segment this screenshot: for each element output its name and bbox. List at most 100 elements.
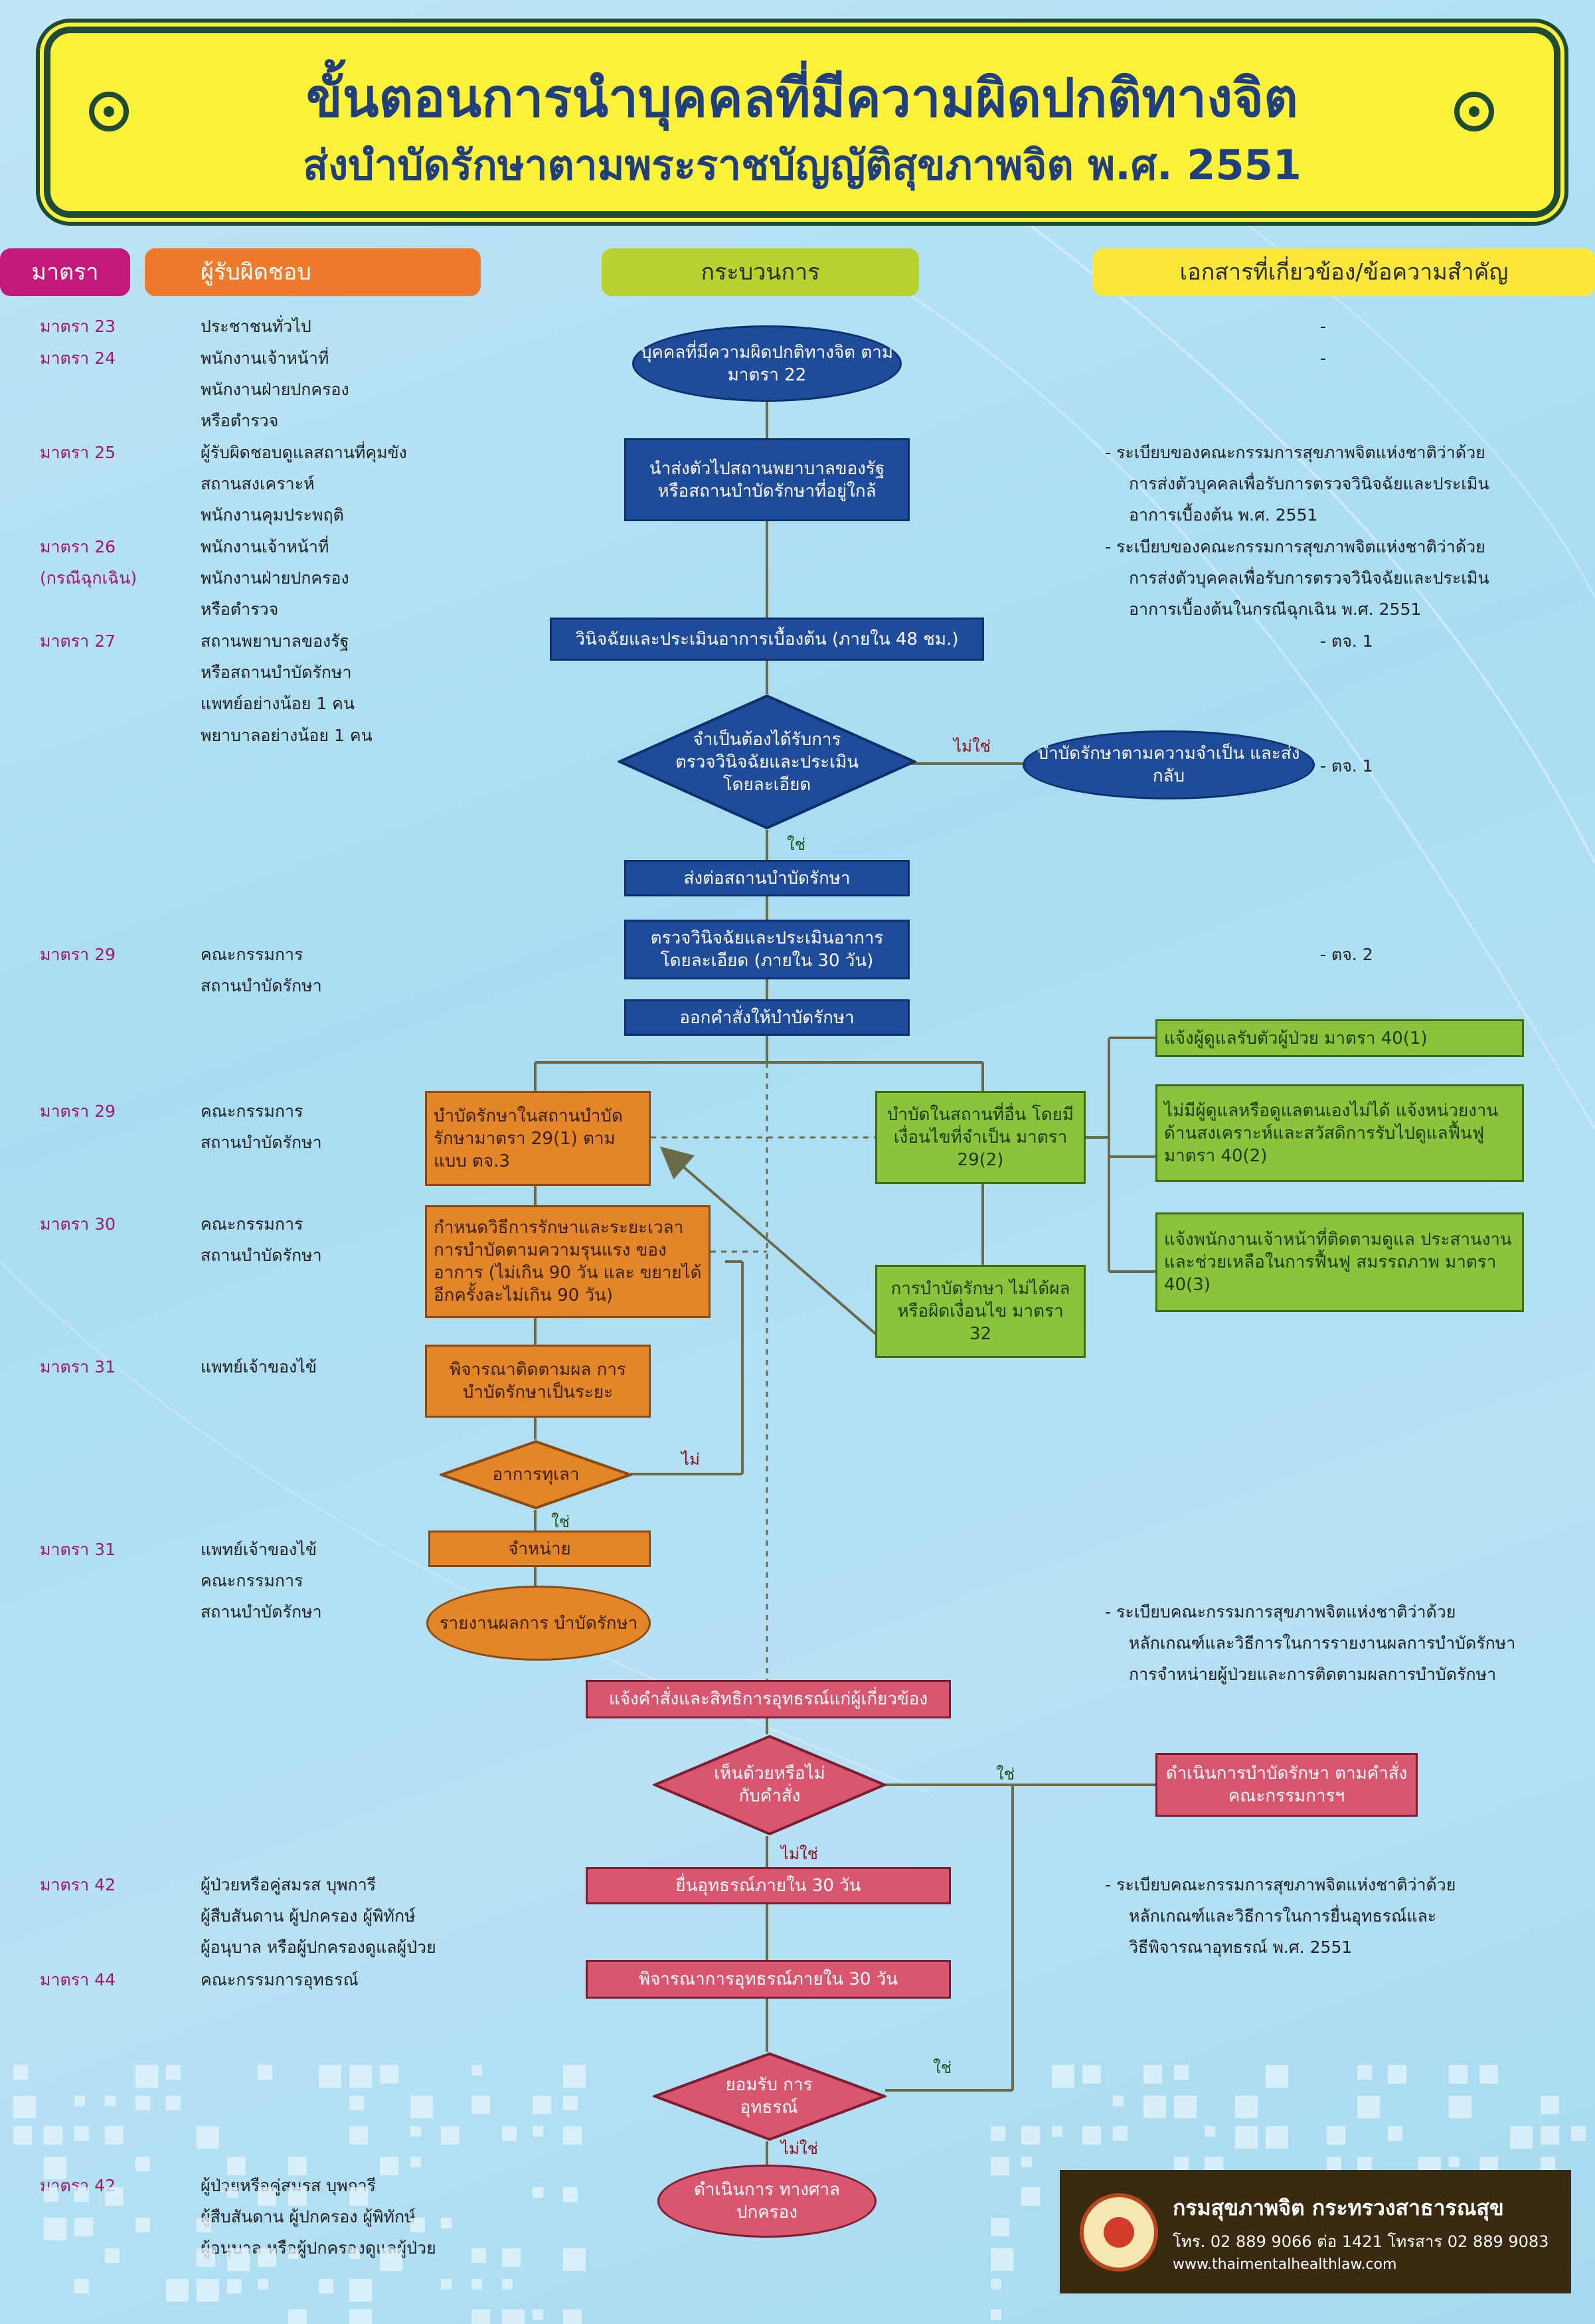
decor-square (471, 2248, 486, 2263)
detail-box: ตรวจวินิจฉัยและประเมินอาการ โดยละเอียด (… (624, 920, 910, 979)
decor-square (1357, 2096, 1380, 2118)
decor-square (227, 2157, 246, 2175)
decor-square (1388, 2065, 1406, 2084)
doc-23: - (1320, 317, 1327, 336)
need-decision-diamond (618, 694, 916, 830)
decor-square (288, 2157, 307, 2175)
section-23: มาตรา 23 (40, 317, 116, 336)
decor-square (1449, 2096, 1471, 2118)
notify-1-box: แจ้งผู้ดูแลรับตัวผู้ป่วย มาตรา 40(1) (1155, 1019, 1524, 1057)
decor-square (1357, 2157, 1372, 2171)
responsible-25-c: พนักงานคุมประพฤติ (201, 505, 344, 525)
doc-42-b: หลักเกณฑ์และวิธีการในการยื่นอุทธรณ์และ (1129, 1906, 1437, 1926)
footer: กรมสุขภาพจิต กระทรวงสาธารณสุข โทร. 02 88… (1060, 2170, 1571, 2293)
responsible-29-b-1: คณะกรรมการ (201, 1102, 303, 1121)
decor-square (288, 2309, 307, 2324)
header-responsible: ผู้รับผิดชอบ (145, 248, 481, 296)
decor-square (1205, 2126, 1215, 2137)
decor-square (1235, 2126, 1258, 2149)
decor-square (1449, 2065, 1468, 2084)
doc-42-c: วิธีพิจารณาอุทธรณ์ พ.ศ. 2551 (1129, 1938, 1353, 1957)
decor-square (563, 2126, 582, 2145)
decor-square (410, 2218, 425, 2232)
responsible-23: ประชาชนทั่วไป (201, 317, 311, 336)
decor-square (533, 2309, 543, 2320)
decor-square (288, 2187, 307, 2206)
decor-square (44, 2157, 66, 2179)
decor-square (105, 2096, 116, 2106)
decor-square (1143, 2096, 1166, 2118)
section-44: มาตรา 44 (40, 1970, 116, 1989)
decor-square (1357, 2065, 1372, 2080)
decor-square (533, 2126, 543, 2137)
decor-square (380, 2248, 402, 2271)
decor-square (1052, 2065, 1074, 2088)
decor-square (319, 2279, 333, 2293)
inpatient-box: บำบัดรักษาในสถานบำบัด รักษามาตรา 29(1) ต… (425, 1091, 651, 1186)
decor-square (349, 2187, 368, 2206)
decor-square (441, 2279, 452, 2289)
responsible-29-a-1: คณะกรรมการ (201, 945, 303, 964)
decor-square (74, 2279, 89, 2293)
decor-square (1510, 2126, 1533, 2149)
responsible-24-c: หรือตำรวจ (201, 411, 279, 430)
decor-square (1113, 2096, 1124, 2106)
decor-square (227, 2248, 250, 2271)
decor-square (349, 2279, 372, 2301)
section-26: มาตรา 26 (40, 537, 116, 556)
title-line-2: ส่งบำบัดรักษาตามพระราชบัญญัติสุขภาพจิต พ… (303, 141, 1301, 189)
responsible-24-b: พนักงานฝ่ายปกครอง (201, 380, 349, 399)
decor-square (74, 2187, 89, 2202)
footer-web[interactable]: www.thaimentalhealthlaw.com (1173, 2256, 1397, 2273)
decor-square (319, 2065, 341, 2088)
doc-25-c: อาการเบื้องต้น พ.ศ. 2551 (1129, 505, 1318, 525)
decor-square (258, 2248, 276, 2267)
decor-square (502, 2279, 513, 2289)
decor-square (105, 2248, 120, 2263)
responsible-30-b: สถานบำบัดรักษา (201, 1246, 322, 1265)
court-oval: ดำเนินการ ทางศาลปกครอง (657, 2165, 877, 2238)
doc-24: - (1320, 349, 1327, 368)
notify-3-box: แจ้งพนักงานเจ้าหน้าที่ติดตามดูแล ประสานง… (1155, 1212, 1524, 1312)
decor-square (502, 2248, 521, 2267)
label-yes-3: ใช่ (996, 1765, 1015, 1784)
doc-25-b: การส่งตัวบุคคลเพื่อรับการตรวจวินิจฉัยและ… (1129, 474, 1489, 493)
decor-square (349, 2065, 372, 2088)
responsible-31-b-2: คณะกรรมการ (201, 1571, 303, 1590)
decor-square (563, 2096, 578, 2110)
decor-square (410, 2157, 421, 2167)
responsible-26-c: หรือตำรวจ (201, 600, 279, 619)
responsible-31-a: แพทย์เจ้าของไข้ (201, 1357, 317, 1376)
decor-square (349, 2309, 372, 2324)
decor-square (13, 2096, 36, 2118)
decor-square (1541, 2096, 1559, 2114)
decor-square (135, 2065, 158, 2088)
responsible-29-b-2: สถานบำบัดรักษา (201, 1133, 322, 1152)
decor-square (288, 2248, 299, 2259)
section-26-emergency: (กรณีฉุกเฉิน) (40, 568, 137, 588)
decor-square (1571, 2126, 1586, 2141)
responsible-27-c: แพทย์อย่างน้อย 1 คน (201, 694, 355, 713)
header-process: กระบวนการ (602, 248, 919, 296)
agree-decision-diamond (653, 1734, 886, 1836)
doc-31-b: หลักเกณฑ์และวิธีการในการรายงานผลการบำบัด… (1129, 1633, 1516, 1653)
decor-square (1021, 2187, 1040, 2206)
decor-square (105, 2126, 124, 2145)
decor-square (166, 2279, 189, 2301)
decor-square (1113, 2126, 1128, 2141)
diagnose-box: วินิจฉัยและประเมินอาการเบื้องต้น (ภายใน … (550, 618, 984, 661)
section-30: มาตรา 30 (40, 1214, 116, 1234)
decor-square (563, 2309, 582, 2324)
footer-phone: โทร. 02 889 9066 ต่อ 1421 โทรสาร 02 889 … (1173, 2232, 1549, 2251)
decor-square (44, 2187, 58, 2202)
section-29-b: มาตรา 29 (40, 1102, 116, 1121)
label-yes-1: ใช่ (787, 835, 806, 854)
decor-square (349, 2126, 368, 2145)
decor-square (227, 2187, 238, 2198)
section-27: มาตรา 27 (40, 631, 116, 651)
decor-square (74, 2218, 93, 2236)
decor-square (1541, 2126, 1559, 2145)
decor-square (258, 2279, 268, 2289)
section-31-a: มาตรา 31 (40, 1357, 116, 1376)
decor-square (1082, 2126, 1101, 2145)
